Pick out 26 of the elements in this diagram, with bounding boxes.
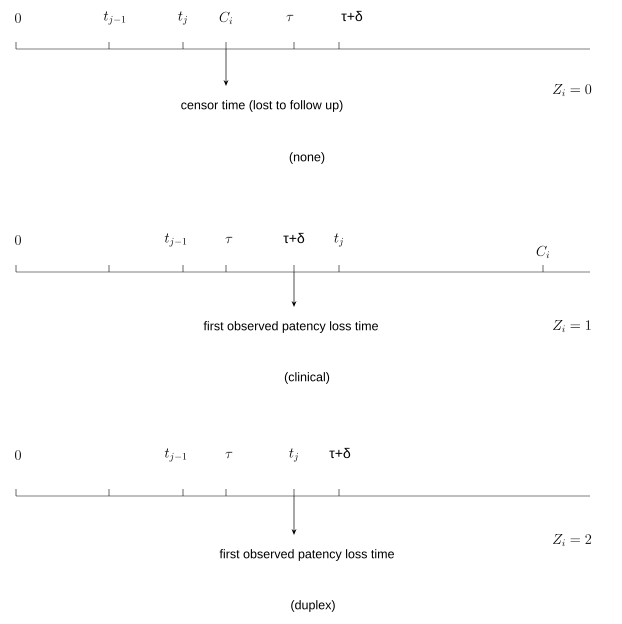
caption-note: (duplex) (291, 600, 335, 612)
tick-label: $t_j$ (178, 11, 187, 25)
tick-label: $t_j$ (334, 233, 343, 247)
caption-text: first observed patency loss time (204, 321, 378, 333)
tick-label: $0$ (15, 450, 21, 460)
tick-label: τ+δ (283, 232, 304, 244)
tick-label: $0$ (15, 235, 21, 245)
tick-label: $\tau$ (226, 452, 232, 458)
tick-label: $0$ (15, 13, 21, 23)
caption-text: first observed patency loss time (220, 549, 394, 561)
tick-label: $t_j$ (289, 448, 298, 462)
z-value: $Z_i = 0$ (553, 84, 592, 96)
tick-label: τ+δ (329, 448, 350, 458)
tick-label: $\tau$ (286, 14, 294, 22)
tick-label: $t_{j-1}$ (164, 448, 186, 462)
z-value: $Z_i = 2$ (553, 534, 592, 546)
caption-note: (none) (290, 152, 324, 164)
tick-label: $C_i$ (220, 12, 232, 24)
caption-note: (clinical) (284, 372, 330, 384)
caption-text: censor time (lost to follow up) (181, 100, 342, 112)
tick-label: τ+δ (341, 10, 362, 22)
z-value: $Z_i = 1$ (553, 320, 591, 332)
tick-label: $\tau$ (226, 236, 232, 244)
tick-label: $t_{j-1}$ (104, 11, 126, 25)
tick-label: $C_i$ (536, 246, 549, 258)
tick-label: $t_{j-1}$ (164, 233, 186, 247)
